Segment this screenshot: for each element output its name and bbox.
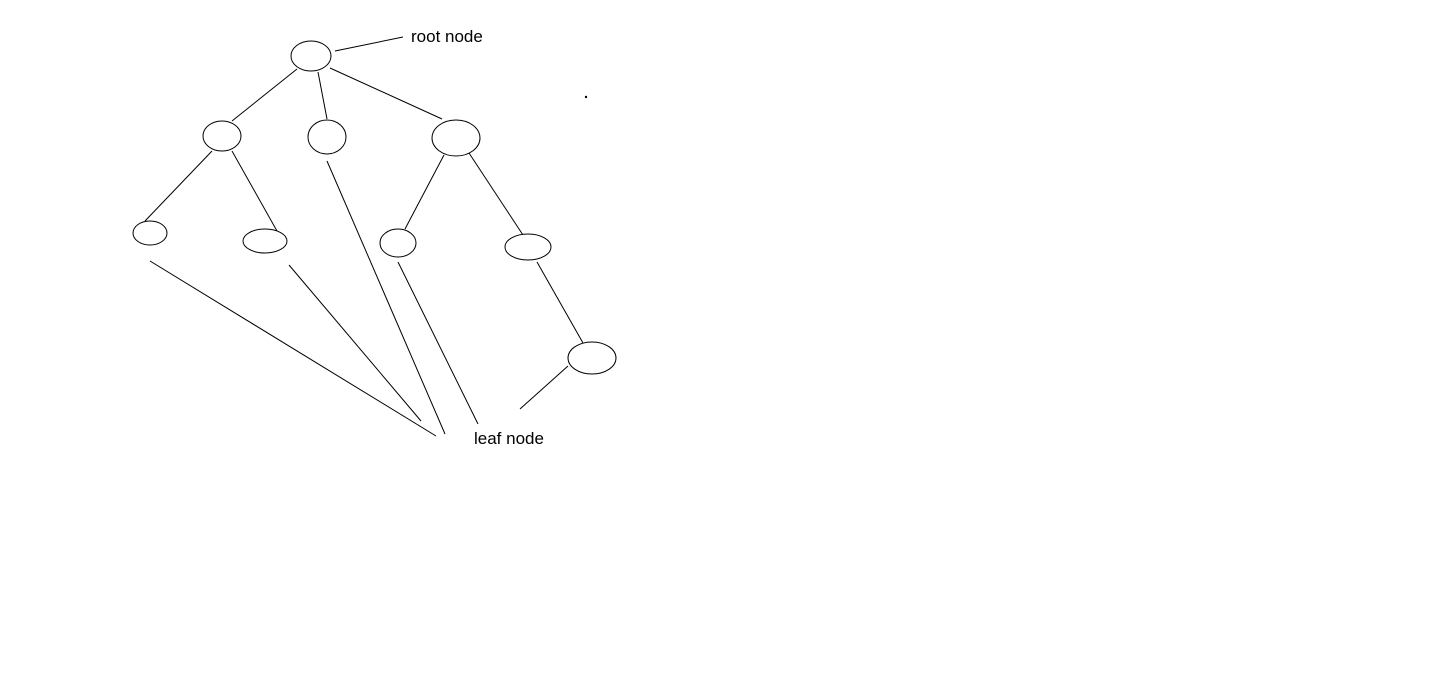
pointer-leaf-1 xyxy=(149,260,437,437)
right-child-node xyxy=(431,119,481,157)
root-node-label: root node xyxy=(411,27,483,46)
leaf-node-label: leaf node xyxy=(474,429,544,448)
pointer-root-label xyxy=(334,36,404,52)
edge-root-to-middle-child xyxy=(317,71,328,120)
left-child-node xyxy=(202,120,242,152)
leaf-node-2 xyxy=(242,228,288,254)
edge-left-child-to-leaf-2 xyxy=(231,150,278,232)
edge-left-child-to-leaf-1 xyxy=(144,150,213,222)
leaf-node-1 xyxy=(132,220,168,246)
root-node xyxy=(290,40,332,72)
leaf-node-3 xyxy=(379,228,417,258)
pointer-leaf-5 xyxy=(519,365,569,410)
edge-root-to-left-child xyxy=(231,68,298,122)
middle-child-node xyxy=(307,119,347,155)
leaf-node-5 xyxy=(567,341,617,375)
pointer-leaf-middle xyxy=(326,160,446,435)
edge-root-to-right-child xyxy=(329,67,443,120)
edge-right-child-to-leaf-3 xyxy=(404,154,445,230)
pointer-leaf-2 xyxy=(288,264,422,422)
edge-right-child-to-node-4 xyxy=(468,152,524,236)
stray-dot xyxy=(584,95,588,99)
pointer-leaf-3 xyxy=(397,261,479,425)
internal-node-4 xyxy=(504,233,552,261)
edge-node-4-to-leaf-5 xyxy=(536,261,584,344)
